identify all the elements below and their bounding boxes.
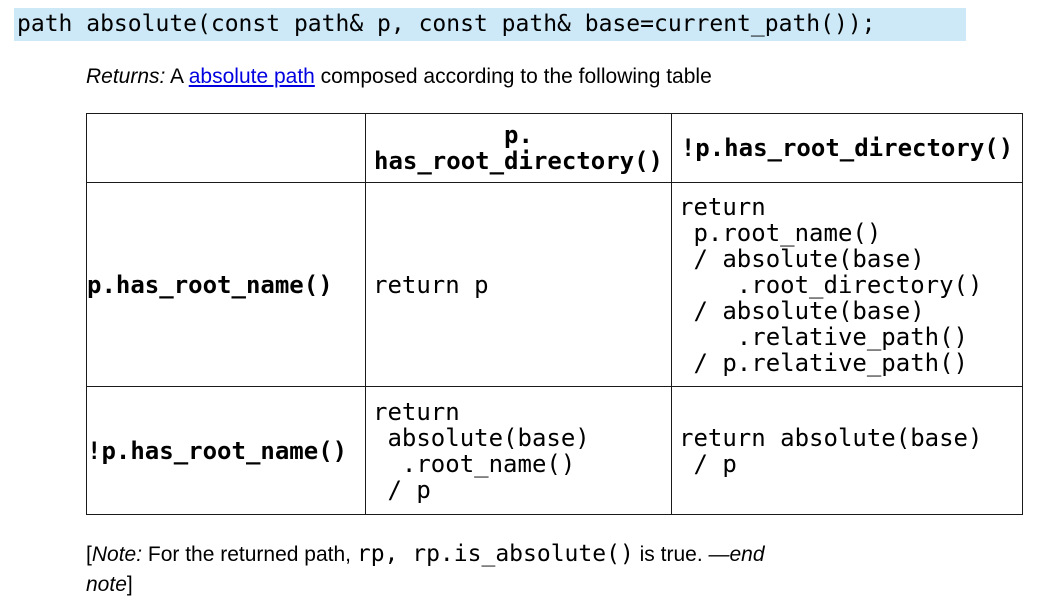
function-signature-code: path absolute(const path& p, const path&… [14,8,966,41]
note-end-dash: —end [708,543,765,566]
table-row: !p.has_root_name() return absolute(base)… [86,386,1023,515]
row-header-not-has-root-name: !p.has_root_name() [86,386,366,515]
table-row: p.has_root_name() return p return p.root… [86,182,1023,387]
note-label: Note: [91,543,143,566]
cell-return-p: return p [365,182,672,387]
returns-label: Returns: [86,65,166,88]
cell-absolute-base-root-name: return absolute(base) .root_name() / p [365,386,672,515]
note-text-after-code: is true. [633,543,709,566]
returns-paragraph: Returns: A absolute path composed accord… [86,64,1049,90]
table-header-row: p. has_root_directory() !p.has_root_dire… [86,113,1023,183]
header-text-has-root-directory: p. has_root_directory() [374,121,663,175]
note-close-bracket: ] [126,573,133,596]
absolute-composition-table: p. has_root_directory() !p.has_root_dire… [86,113,1023,515]
header-cell-empty [86,113,366,183]
code-absolute-base-slash-p: return absolute(base) / p [679,423,983,478]
code-return-p: return p [373,270,489,299]
code-absolute-base-root-name: return absolute(base) .root_name() / p [373,397,590,504]
code-root-name-composition: return p.root_name() / absolute(base) .r… [679,192,983,377]
note-inline-code: rp, rp.is_absolute() [356,541,634,567]
row-header-has-root-name: p.has_root_name() [86,182,366,387]
returns-text-before-link: A [165,65,189,88]
cell-root-name-composition: return p.root_name() / absolute(base) .r… [671,182,1023,387]
header-cell-has-root-directory: p. has_root_directory() [365,113,672,183]
note-open-bracket: [ [86,543,92,566]
note-end-word: note [86,573,127,596]
header-cell-not-has-root-directory: !p.has_root_directory() [671,113,1023,183]
note-paragraph: [Note: For the returned path, rp, rp.is_… [86,539,886,600]
cell-absolute-base-slash-p: return absolute(base) / p [671,386,1023,515]
absolute-path-link[interactable]: absolute path [188,65,315,88]
returns-text-after-link: composed according to the following tabl… [314,65,712,88]
note-text-before-code: For the returned path, [142,543,357,566]
header-text-not-has-root-directory: !p.has_root_directory() [680,134,1014,162]
